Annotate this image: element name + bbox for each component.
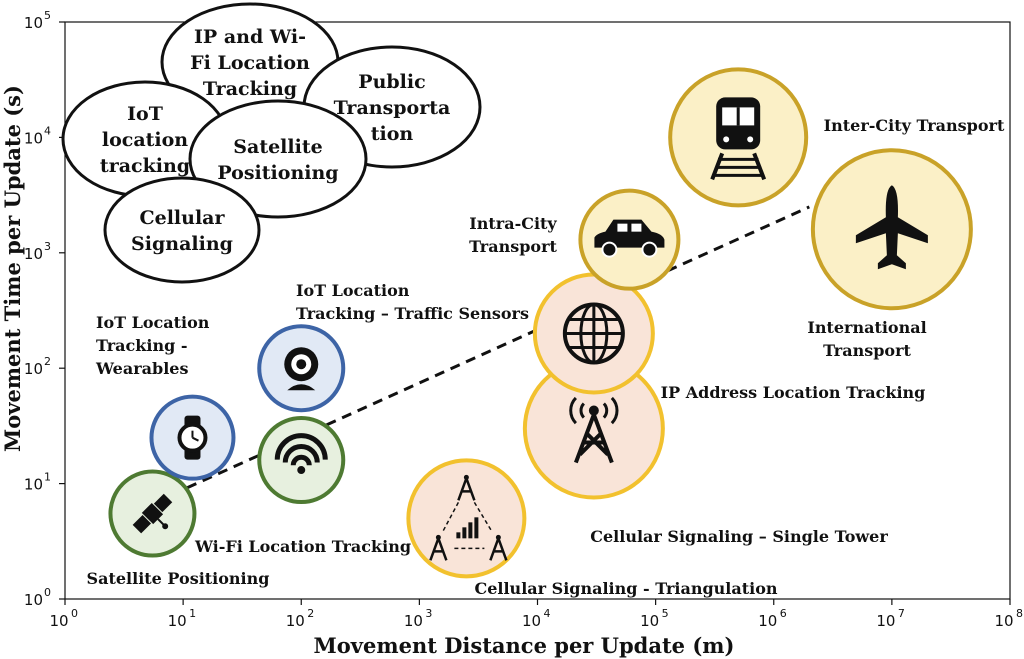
globe-icon bbox=[562, 302, 625, 365]
y-tick-label: 10 bbox=[24, 129, 43, 147]
x-tick-exponent: 8 bbox=[1016, 607, 1023, 620]
oval-label: Cellular bbox=[140, 207, 226, 229]
oval-label: tracking bbox=[100, 155, 190, 177]
annotation-intl: Transport bbox=[823, 341, 911, 360]
y-tick-exponent: 2 bbox=[44, 355, 51, 368]
x-axis-title: Movement Distance per Update (m) bbox=[314, 633, 735, 658]
annotation-traffic: IoT Location bbox=[296, 281, 410, 300]
x-tick-exponent: 7 bbox=[898, 607, 905, 620]
data-point-wifi bbox=[257, 416, 346, 505]
annotation-ip: IP Address Location Tracking bbox=[661, 383, 926, 402]
annotation-single: Cellular Signaling – Single Tower bbox=[590, 527, 888, 546]
x-tick-exponent: 2 bbox=[307, 607, 314, 620]
cellular-oval bbox=[103, 176, 261, 284]
y-tick-label: 10 bbox=[24, 14, 43, 32]
y-tick-exponent: 3 bbox=[44, 240, 51, 253]
data-point-globe bbox=[532, 272, 655, 395]
annotation-tri: Cellular Signaling - Triangulation bbox=[474, 579, 777, 598]
webcam-icon bbox=[284, 347, 319, 391]
y-tick-label: 10 bbox=[24, 591, 43, 609]
data-point-airplane bbox=[810, 148, 973, 311]
oval-label: Satellite bbox=[233, 136, 322, 158]
data-point-webcam bbox=[257, 324, 346, 413]
y-tick-label: 10 bbox=[24, 245, 43, 263]
satellite-icon bbox=[132, 493, 173, 534]
y-tick-exponent: 0 bbox=[44, 586, 51, 599]
annotation-inter: Inter-City Transport bbox=[824, 116, 1005, 135]
oval-label: location bbox=[102, 129, 188, 151]
y-tick-label: 10 bbox=[24, 360, 43, 378]
y-tick-exponent: 4 bbox=[44, 124, 51, 137]
x-tick-label: 10 bbox=[168, 612, 187, 630]
x-tick-label: 10 bbox=[522, 612, 541, 630]
annotation-wear: IoT Location bbox=[96, 313, 210, 332]
data-point-cell-towers bbox=[406, 458, 527, 579]
wifi-icon bbox=[274, 433, 328, 475]
trend-line bbox=[171, 205, 810, 497]
y-tick-exponent: 5 bbox=[44, 9, 51, 22]
x-tick-label: 10 bbox=[640, 612, 659, 630]
x-tick-exponent: 6 bbox=[780, 607, 787, 620]
x-tick-exponent: 3 bbox=[425, 607, 432, 620]
oval-label: Signaling bbox=[131, 233, 233, 255]
annotation-traffic: Tracking – Traffic Sensors bbox=[296, 304, 529, 323]
x-tick-exponent: 4 bbox=[544, 607, 551, 620]
car-icon bbox=[594, 219, 665, 258]
x-tick-label: 10 bbox=[404, 612, 423, 630]
airplane-icon bbox=[855, 185, 928, 270]
data-points bbox=[108, 67, 973, 579]
cell-tower-icon bbox=[569, 396, 619, 464]
x-tick-label: 10 bbox=[286, 612, 305, 630]
watch-icon bbox=[177, 415, 208, 460]
y-tick-label: 10 bbox=[24, 476, 43, 494]
x-tick-exponent: 0 bbox=[71, 607, 78, 620]
data-point-train bbox=[668, 67, 809, 208]
annotation-wear: Tracking - bbox=[96, 336, 187, 355]
oval-label: Transporta bbox=[334, 97, 451, 119]
annotation-intra: Intra-City bbox=[469, 214, 557, 233]
y-axis-title: Movement Time per Update (s) bbox=[0, 85, 25, 452]
data-point-car bbox=[578, 188, 681, 291]
x-tick-label: 10 bbox=[49, 612, 68, 630]
oval-label: Fi Location bbox=[190, 52, 310, 74]
train-icon bbox=[710, 97, 767, 181]
data-point-satellite bbox=[108, 469, 197, 558]
x-tick-label: 10 bbox=[876, 612, 895, 630]
annotation-sat: Satellite Positioning bbox=[87, 569, 270, 588]
x-tick-label: 10 bbox=[758, 612, 777, 630]
oval-label: Tracking bbox=[203, 78, 297, 100]
oval-label: Positioning bbox=[217, 162, 338, 184]
annotation-wifi: Wi-Fi Location Tracking bbox=[194, 537, 411, 556]
x-tick-exponent: 5 bbox=[662, 607, 669, 620]
cell-towers-icon bbox=[429, 474, 508, 561]
annotation-wear: Wearables bbox=[95, 359, 188, 378]
data-point-watch bbox=[149, 394, 236, 481]
annotation-intra: Transport bbox=[469, 237, 557, 256]
y-tick-exponent: 1 bbox=[44, 471, 51, 484]
oval-label: IP and Wi- bbox=[194, 26, 306, 48]
annotation-intl: International bbox=[807, 318, 926, 337]
satellite-oval bbox=[188, 99, 368, 219]
x-tick-exponent: 1 bbox=[189, 607, 196, 620]
oval-label: Public bbox=[358, 71, 425, 93]
oval-label: IoT bbox=[127, 103, 163, 125]
x-tick-label: 10 bbox=[994, 612, 1013, 630]
oval-label: tion bbox=[371, 123, 414, 145]
